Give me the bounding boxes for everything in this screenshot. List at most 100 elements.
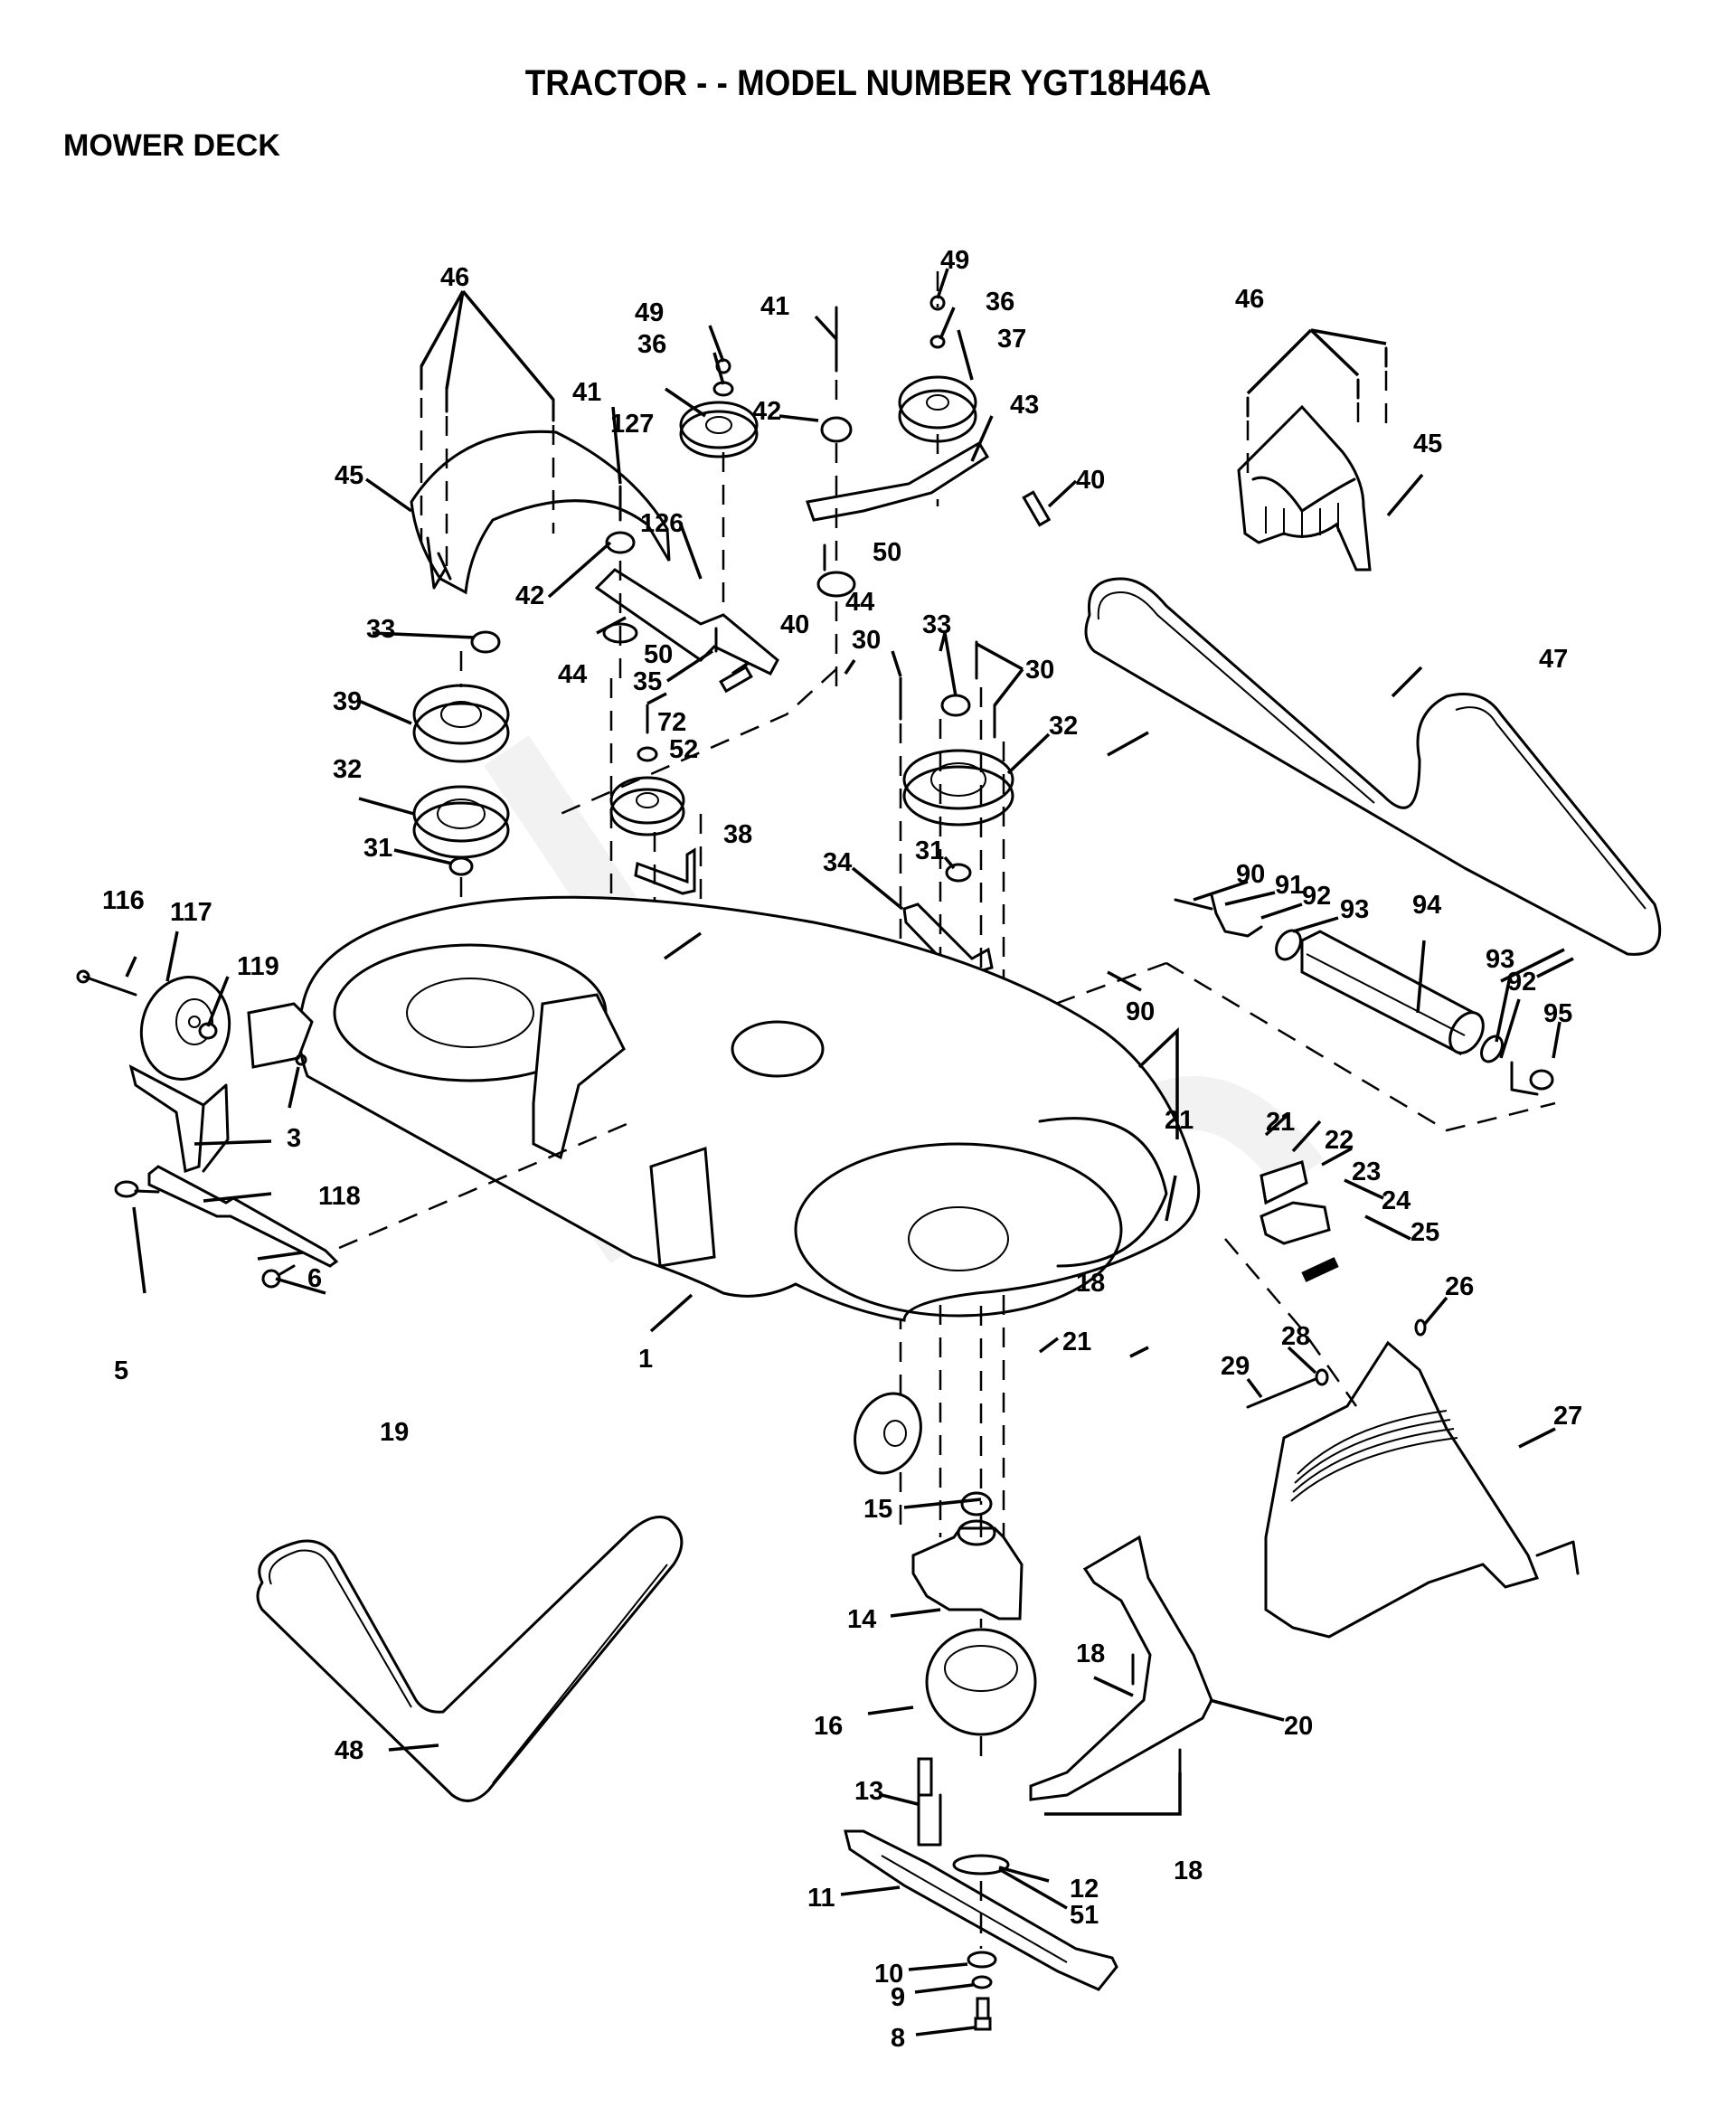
callout-33-right[interactable]: 33 bbox=[922, 610, 951, 639]
callout-18-mid[interactable]: 18 bbox=[1076, 1639, 1105, 1668]
callout-8[interactable]: 8 bbox=[891, 2024, 905, 2053]
washer-93-left[interactable] bbox=[1271, 926, 1306, 963]
spindle-guard-16[interactable] bbox=[925, 1628, 1037, 1736]
callout-18-upper[interactable]: 18 bbox=[1076, 1269, 1105, 1298]
callout-127[interactable]: 127 bbox=[610, 410, 654, 439]
callout-21-mid[interactable]: 21 bbox=[1266, 1108, 1295, 1137]
wheel-bracket[interactable] bbox=[247, 1002, 314, 1069]
bushing-42-left[interactable] bbox=[605, 531, 636, 554]
callout-9[interactable]: 9 bbox=[891, 1983, 905, 2012]
callout-11[interactable]: 11 bbox=[807, 1884, 835, 1913]
callout-1[interactable]: 1 bbox=[638, 1345, 653, 1374]
spindle-shaft-13[interactable] bbox=[917, 1757, 942, 1847]
callout-92-right[interactable]: 92 bbox=[1507, 968, 1536, 997]
deflector-hinge-23[interactable] bbox=[1260, 1201, 1331, 1245]
callout-38[interactable]: 38 bbox=[723, 820, 752, 849]
callout-93-left[interactable]: 93 bbox=[1340, 895, 1369, 924]
pulley-cover-left[interactable] bbox=[410, 430, 671, 595]
callout-15[interactable]: 15 bbox=[863, 1495, 892, 1524]
front-link-6[interactable] bbox=[147, 1165, 339, 1268]
drive-belt-48[interactable] bbox=[256, 1516, 684, 1802]
callout-95[interactable]: 95 bbox=[1543, 999, 1572, 1028]
callout-35[interactable]: 35 bbox=[633, 667, 662, 696]
lock-washer-9[interactable] bbox=[971, 1975, 993, 1989]
callout-44-right[interactable]: 44 bbox=[845, 588, 874, 617]
callout-119[interactable]: 119 bbox=[237, 952, 279, 981]
spring-40-top[interactable] bbox=[1022, 490, 1052, 527]
idler-pulley-37[interactable] bbox=[898, 375, 977, 443]
callout-16[interactable]: 16 bbox=[814, 1712, 843, 1741]
gauge-wheel-front[interactable] bbox=[844, 1384, 932, 1483]
callout-93-right[interactable]: 93 bbox=[1486, 945, 1514, 974]
callout-32-right[interactable]: 32 bbox=[1049, 712, 1078, 741]
spindle-pulley-32-left[interactable] bbox=[412, 785, 510, 859]
callout-48[interactable]: 48 bbox=[335, 1736, 363, 1765]
blade-bolt-8[interactable] bbox=[974, 1997, 992, 2031]
callout-31-right[interactable]: 31 bbox=[915, 836, 944, 865]
callout-22[interactable]: 22 bbox=[1325, 1126, 1354, 1155]
callout-40-mid[interactable]: 40 bbox=[780, 610, 809, 639]
callout-21-lower[interactable]: 21 bbox=[1062, 1328, 1091, 1356]
pulley-cover-right[interactable] bbox=[1237, 404, 1372, 572]
callout-24[interactable]: 24 bbox=[1382, 1186, 1410, 1215]
screws-46-right[interactable] bbox=[1246, 346, 1388, 479]
callout-51[interactable]: 51 bbox=[1070, 1901, 1099, 1930]
callout-34[interactable]: 34 bbox=[823, 848, 852, 877]
callout-20[interactable]: 20 bbox=[1284, 1712, 1313, 1741]
hardened-washer-10[interactable] bbox=[967, 1951, 997, 1969]
callout-72[interactable]: 72 bbox=[657, 708, 686, 737]
anti-scalp-roller-94[interactable] bbox=[1300, 930, 1490, 1059]
callout-6[interactable]: 6 bbox=[307, 1264, 322, 1293]
deflector-rod-29[interactable] bbox=[1246, 1377, 1317, 1409]
callout-46-left[interactable]: 46 bbox=[440, 263, 469, 292]
callout-21-top[interactable]: 21 bbox=[1165, 1106, 1194, 1135]
washer-72[interactable] bbox=[637, 746, 658, 762]
callout-40-top[interactable]: 40 bbox=[1076, 466, 1105, 495]
callout-39[interactable]: 39 bbox=[333, 687, 362, 716]
washer-31-right[interactable] bbox=[945, 863, 972, 883]
spring-25[interactable] bbox=[1301, 1257, 1339, 1282]
callout-32-left[interactable]: 32 bbox=[333, 755, 362, 784]
callout-46-right[interactable]: 46 bbox=[1235, 285, 1264, 314]
screws-18[interactable] bbox=[1044, 1653, 1182, 1816]
idler-pulley-52[interactable] bbox=[609, 776, 685, 836]
callout-33-left[interactable]: 33 bbox=[366, 615, 395, 644]
callout-52[interactable]: 52 bbox=[669, 735, 698, 764]
callout-91[interactable]: 91 bbox=[1275, 871, 1304, 900]
washer-31-left[interactable] bbox=[448, 856, 474, 876]
callout-45-right[interactable]: 45 bbox=[1413, 430, 1442, 458]
callout-10[interactable]: 10 bbox=[874, 1960, 903, 1989]
hex-nut-33-left[interactable] bbox=[470, 630, 501, 654]
callout-5[interactable]: 5 bbox=[114, 1356, 128, 1385]
nut-118[interactable] bbox=[295, 1054, 307, 1066]
washer-28[interactable] bbox=[1315, 1368, 1329, 1386]
idler-bracket-126[interactable] bbox=[594, 568, 779, 676]
bushing-44-right[interactable] bbox=[816, 571, 856, 598]
bolts-30-right[interactable] bbox=[975, 640, 996, 739]
washer-36-left[interactable] bbox=[712, 381, 734, 397]
callout-30-right[interactable]: 30 bbox=[1025, 656, 1054, 685]
mower-blade-11[interactable] bbox=[844, 1829, 1118, 1991]
callout-90-top[interactable]: 90 bbox=[1236, 860, 1265, 889]
callout-49-right[interactable]: 49 bbox=[940, 246, 969, 275]
callout-27[interactable]: 27 bbox=[1553, 1402, 1582, 1431]
callout-42-right[interactable]: 42 bbox=[752, 397, 781, 426]
hairpin-clip-5[interactable] bbox=[114, 1180, 160, 1198]
hex-nut-33-right[interactable] bbox=[940, 694, 971, 717]
washer-36-right[interactable] bbox=[929, 335, 946, 349]
callout-92-left[interactable]: 92 bbox=[1302, 882, 1331, 911]
callout-36-left[interactable]: 36 bbox=[637, 330, 666, 359]
callout-45-left[interactable]: 45 bbox=[335, 461, 363, 490]
callout-44-left[interactable]: 44 bbox=[558, 660, 587, 689]
push-nut-26[interactable] bbox=[1414, 1318, 1427, 1337]
spindle-pulley-32-right[interactable] bbox=[902, 749, 1014, 827]
callout-29[interactable]: 29 bbox=[1221, 1352, 1250, 1381]
callout-30-left[interactable]: 30 bbox=[852, 626, 881, 655]
callout-117[interactable]: 117 bbox=[170, 898, 212, 927]
spindle-housing-14[interactable] bbox=[911, 1519, 1024, 1620]
callout-23[interactable]: 23 bbox=[1352, 1157, 1381, 1186]
callout-28[interactable]: 28 bbox=[1281, 1322, 1310, 1351]
callout-13[interactable]: 13 bbox=[854, 1777, 883, 1806]
callout-42-left[interactable]: 42 bbox=[515, 581, 544, 610]
gauge-wheel-117[interactable] bbox=[130, 968, 241, 1090]
